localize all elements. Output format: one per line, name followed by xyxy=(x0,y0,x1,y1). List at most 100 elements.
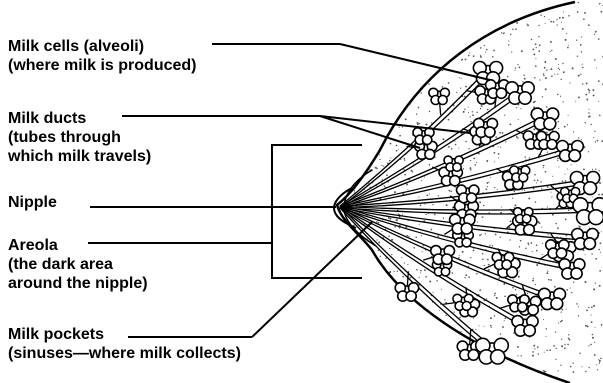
label-milk-ducts-title: Milk ducts xyxy=(8,109,151,128)
stipple-dot xyxy=(397,301,399,303)
stipple-dot xyxy=(591,321,593,323)
stipple-dot xyxy=(475,329,476,330)
alveolus xyxy=(524,325,535,336)
stipple-dot xyxy=(500,237,501,238)
stipple-dot xyxy=(383,105,384,106)
label-areola-desc-1: (the dark area xyxy=(8,255,148,274)
stipple-dot xyxy=(414,47,416,49)
stipple-dot xyxy=(485,52,486,53)
stipple-dot xyxy=(527,24,529,26)
stipple-dot xyxy=(573,131,574,132)
stipple-dot xyxy=(363,28,365,30)
stipple-dot xyxy=(490,378,492,380)
stipple-dot xyxy=(356,327,358,329)
stipple-dot xyxy=(562,63,563,64)
stipple-dot xyxy=(420,204,422,206)
stipple-dot xyxy=(424,327,425,328)
stipple-dot xyxy=(479,289,481,291)
stipple-dot xyxy=(486,298,487,299)
stipple-dot xyxy=(389,340,390,341)
alveoli-cluster xyxy=(395,283,419,302)
stipple-dot xyxy=(537,180,539,182)
stipple-dot xyxy=(425,214,426,215)
stipple-dot xyxy=(390,218,392,220)
stipple-dot xyxy=(451,337,453,339)
stipple-dot xyxy=(339,186,340,187)
stipple-dot xyxy=(405,118,407,120)
stipple-dot xyxy=(387,31,388,32)
stipple-dot xyxy=(406,32,407,33)
stipple-dot xyxy=(413,333,415,335)
stipple-dot xyxy=(489,245,490,246)
stipple-dot xyxy=(349,73,351,75)
stipple-dot xyxy=(352,101,354,103)
stipple-dot xyxy=(486,27,488,29)
stipple-dot xyxy=(580,74,581,75)
stipple-dot xyxy=(468,24,469,25)
stipple-dot xyxy=(378,222,380,224)
stipple-dot xyxy=(494,293,496,295)
stipple-dot xyxy=(462,251,464,253)
stipple-dot xyxy=(500,147,501,148)
stipple-dot xyxy=(384,346,386,348)
stipple-dot xyxy=(490,177,491,178)
stipple-dot xyxy=(379,20,380,21)
alveoli-cluster xyxy=(506,82,534,104)
stipple-dot xyxy=(448,119,450,121)
stipple-dot xyxy=(567,344,569,346)
stipple-dot xyxy=(531,39,532,40)
leader-ducts-diag-a xyxy=(320,116,470,133)
stipple-dot xyxy=(446,204,448,206)
stipple-dot xyxy=(464,109,465,110)
stipple-dot xyxy=(581,366,582,367)
stipple-dot xyxy=(340,374,342,376)
stipple-dot xyxy=(485,233,486,234)
label-milk-cells-desc: (where milk is produced) xyxy=(8,56,196,75)
stipple-dot xyxy=(426,195,428,197)
alveoli-cluster xyxy=(450,214,475,234)
stipple-dot xyxy=(395,74,397,76)
stipple-dot xyxy=(508,44,509,45)
stipple-dot xyxy=(579,226,581,228)
stipple-dot xyxy=(388,235,390,237)
stipple-dot xyxy=(352,255,353,256)
stipple-dot xyxy=(393,53,395,55)
stipple-dot xyxy=(410,22,411,23)
stipple-dot xyxy=(407,264,408,265)
stipple-dot xyxy=(365,256,367,258)
stipple-dot xyxy=(476,112,477,113)
stipple-dot xyxy=(492,245,493,246)
stipple-dot xyxy=(533,49,535,51)
stipple-dot xyxy=(365,287,367,289)
stipple-dot xyxy=(341,159,343,161)
stipple-dot xyxy=(425,317,426,318)
stipple-dot xyxy=(488,371,490,373)
stipple-dot xyxy=(349,275,350,276)
stipple-dot xyxy=(403,323,405,325)
stipple-dot xyxy=(403,63,404,64)
stipple-dot xyxy=(346,57,348,59)
stipple-dot xyxy=(383,356,385,358)
stipple-dot xyxy=(340,224,341,225)
stipple-dot xyxy=(458,34,459,35)
stipple-dot xyxy=(571,164,572,165)
stipple-dot xyxy=(473,158,475,160)
stipple-dot xyxy=(452,340,453,341)
stipple-dot xyxy=(519,67,521,69)
stipple-dot xyxy=(372,332,374,334)
stipple-dot xyxy=(512,29,514,31)
stipple-dot xyxy=(368,266,370,268)
stipple-dot xyxy=(384,339,385,340)
stipple-dot xyxy=(554,74,555,75)
stipple-dot xyxy=(482,253,484,255)
stipple-dot xyxy=(431,336,433,338)
label-milk-cells: Milk cells (alveoli) (where milk is prod… xyxy=(8,37,196,75)
stipple-dot xyxy=(391,52,393,54)
stipple-dot xyxy=(364,79,365,80)
stipple-dot xyxy=(561,311,562,312)
stipple-dot xyxy=(390,380,392,382)
stipple-dot xyxy=(520,108,521,109)
alveolus xyxy=(462,302,471,311)
stipple-dot xyxy=(386,26,387,27)
stipple-dot xyxy=(544,371,545,372)
